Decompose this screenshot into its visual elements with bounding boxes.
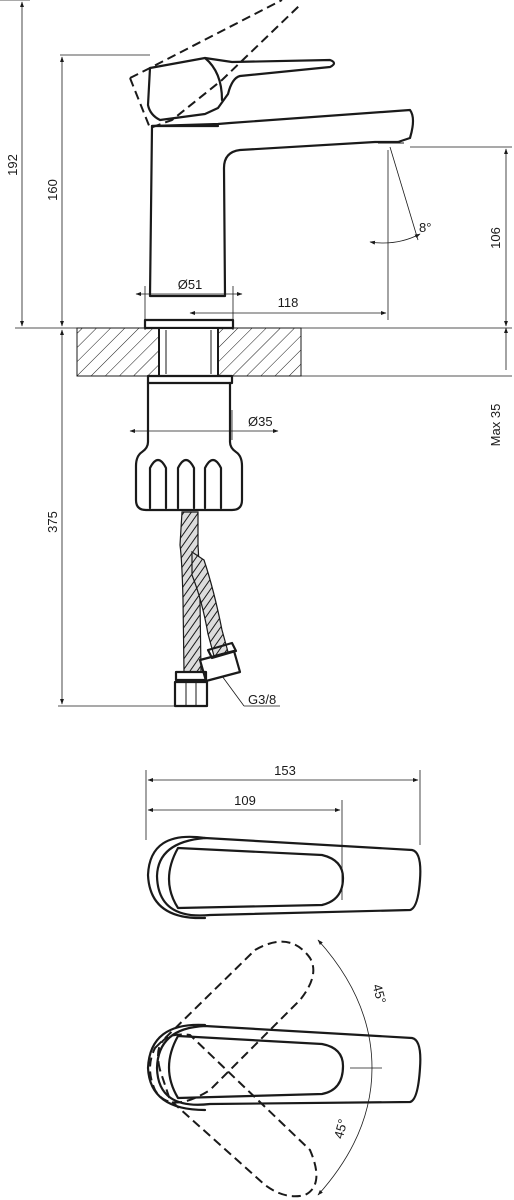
label-shank-diameter: Ø35 — [248, 414, 273, 429]
label-total-height: 192 — [5, 154, 20, 176]
lever-detail — [203, 56, 224, 102]
rotation-view: 45° 45° — [146, 939, 422, 1198]
base-outline-top — [146, 835, 207, 920]
label-angle-upper: 45° — [370, 982, 390, 1005]
lever-rotation-neutral — [155, 1024, 422, 1106]
faucet-lever — [146, 56, 336, 122]
supply-hose-right — [191, 550, 242, 683]
supply-hose-left — [173, 511, 209, 708]
lever-rotation-neutral-inner — [168, 1034, 345, 1100]
base-outline-rotation — [146, 1023, 207, 1112]
label-spout-angle: 8° — [419, 220, 431, 235]
rotation-arc — [317, 939, 373, 1196]
label-angle-lower: 45° — [331, 1117, 351, 1140]
lever-top-inner — [168, 846, 345, 910]
label-connector-thread: G3/8 — [248, 692, 276, 707]
lever-rotated-up — [149, 940, 315, 1104]
label-base-diameter: Ø51 — [178, 277, 203, 292]
label-max-thickness: Max 35 — [488, 404, 503, 447]
label-spout-reach: 118 — [278, 295, 299, 310]
label-hose-length: 375 — [45, 511, 60, 533]
label-total-length: 153 — [274, 763, 296, 778]
side-view: 192 160 375 106 Max 35 Ø51 118 8° Ø35 G3… — [0, 0, 512, 708]
label-lever-length: 109 — [234, 793, 256, 808]
fixing-washer — [146, 374, 234, 385]
lever-rotated-down — [157, 1033, 318, 1198]
dim-leader-g38 — [221, 675, 245, 707]
countertop-hole — [158, 327, 219, 377]
label-body-height: 160 — [45, 179, 60, 201]
lever-top — [155, 836, 422, 917]
faucet-body — [148, 108, 415, 298]
fixing-nut-flutes — [148, 458, 223, 510]
base-plate — [143, 318, 235, 330]
fixing-shank — [134, 381, 244, 512]
label-spout-height: 106 — [488, 227, 503, 249]
top-view: 153 109 — [145, 763, 422, 920]
